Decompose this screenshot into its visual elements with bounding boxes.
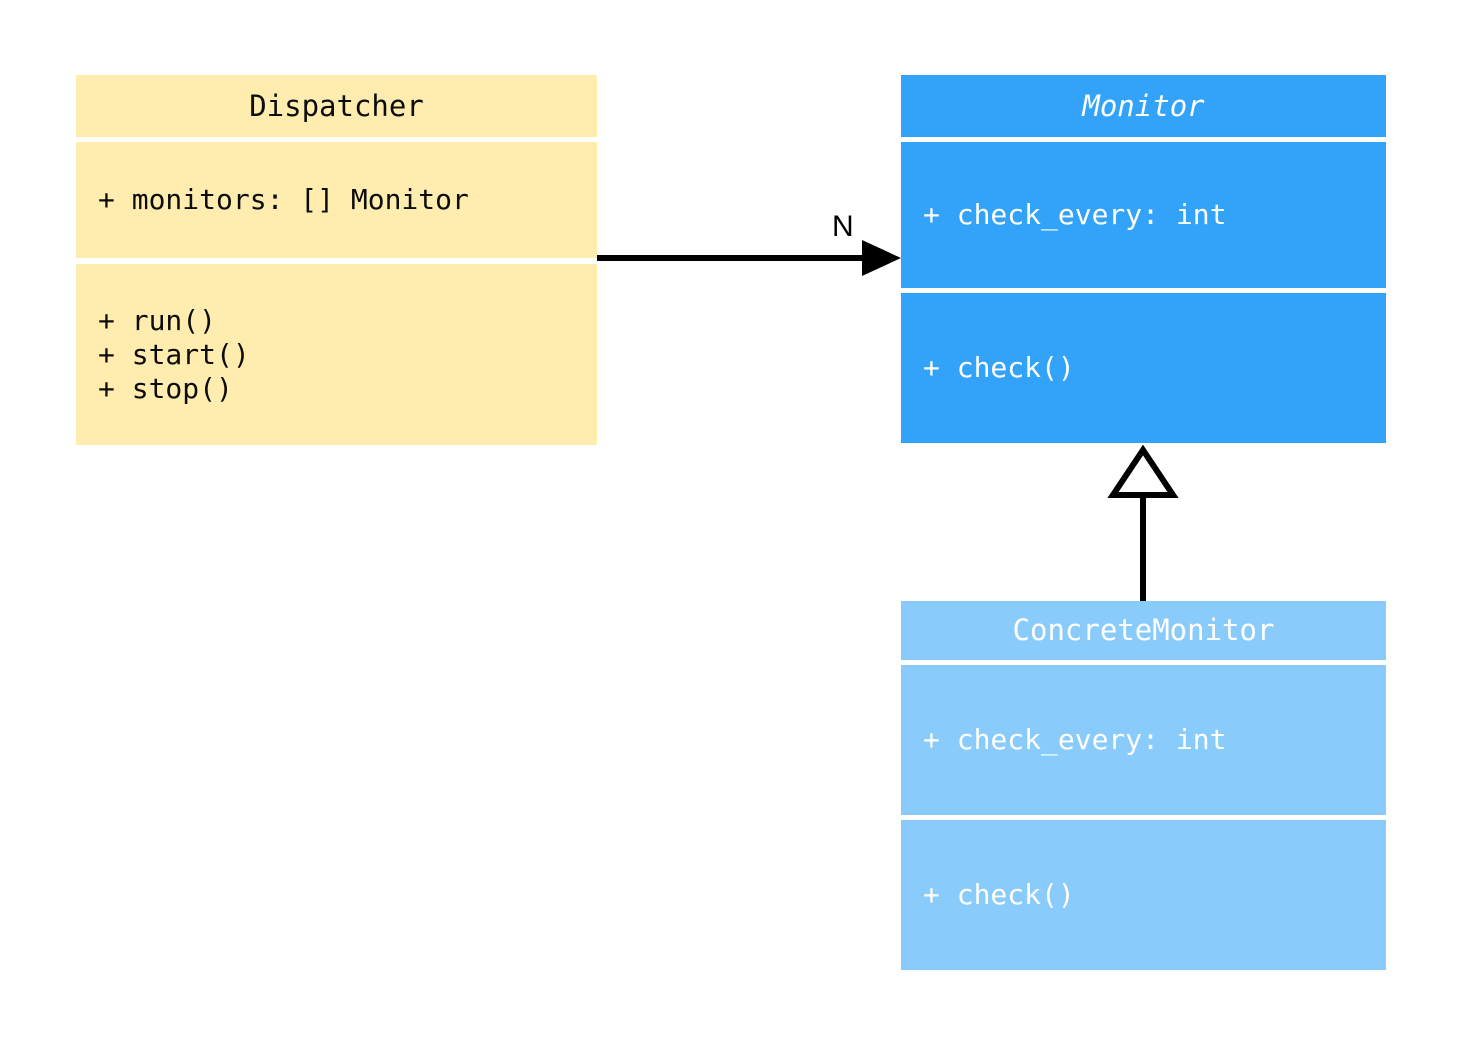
association-multiplicity-label: N (832, 210, 854, 243)
class-methods-dispatcher: + run() + start() + stop() (76, 264, 597, 445)
class-title-concretemonitor: ConcreteMonitor (901, 601, 1386, 660)
attribute-row: + check_every: int (923, 198, 1227, 231)
uml-class-concretemonitor[interactable]: ConcreteMonitor + check_every: int + che… (901, 601, 1386, 970)
class-methods-monitor: + check() (901, 293, 1386, 443)
hollow-triangle-arrowhead-icon (1107, 444, 1179, 498)
uml-class-monitor[interactable]: Monitor + check_every: int + check() (901, 75, 1386, 443)
class-methods-concretemonitor: + check() (901, 820, 1386, 970)
attribute-row: + check_every: int (923, 723, 1227, 756)
class-name-label: ConcreteMonitor (1012, 613, 1275, 647)
class-attributes-concretemonitor: + check_every: int (901, 665, 1386, 815)
method-row: + start() (98, 337, 250, 371)
class-name-label: Dispatcher (249, 88, 424, 123)
filled-arrowhead-icon (862, 240, 901, 276)
uml-class-dispatcher[interactable]: Dispatcher + monitors: [] Monitor + run(… (76, 75, 597, 445)
association-edge-dispatcher-monitor (597, 240, 901, 276)
method-row: + check() (923, 351, 1075, 384)
attribute-row: + monitors: [] Monitor (98, 183, 469, 216)
class-title-monitor: Monitor (901, 75, 1386, 137)
method-row: + stop() (98, 371, 233, 405)
method-row: + check() (923, 878, 1075, 911)
class-name-label: Monitor (1082, 88, 1205, 123)
class-attributes-dispatcher: + monitors: [] Monitor (76, 142, 597, 258)
class-attributes-monitor: + check_every: int (901, 142, 1386, 288)
class-title-dispatcher: Dispatcher (76, 75, 597, 137)
generalization-edge-concretemonitor-monitor (1107, 444, 1179, 601)
method-row: + run() (98, 303, 217, 337)
